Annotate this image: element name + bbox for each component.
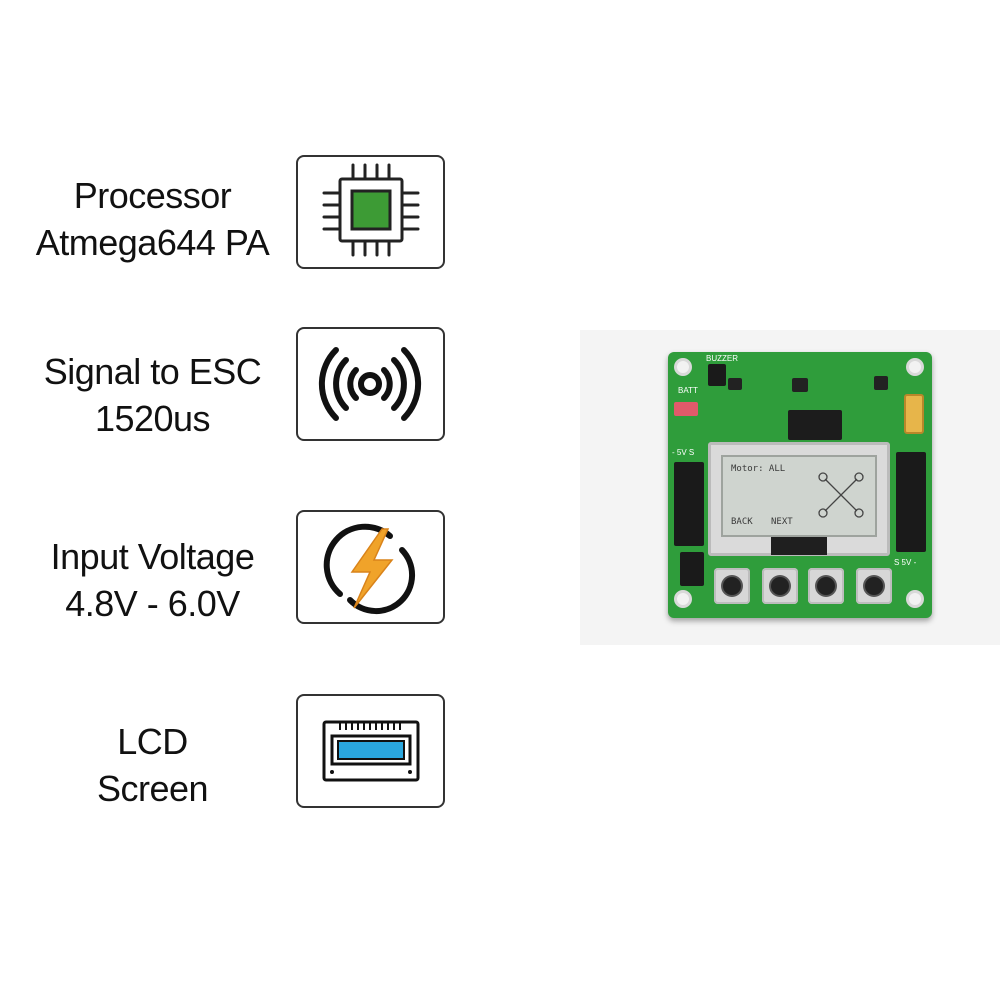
processor-icon-box	[296, 155, 445, 269]
lcd-module: Motor: ALL BACK NEXT	[708, 442, 890, 556]
voltage-spec-label: Input Voltage 4.8V - 6.0V	[10, 533, 295, 627]
lightning-bolt-icon	[323, 523, 416, 615]
mount-hole	[906, 358, 924, 376]
silk-buzzer-label: BUZZER	[706, 354, 738, 363]
lcd-back-text: BACK	[731, 517, 753, 527]
mount-hole	[906, 590, 924, 608]
processor-chip	[788, 410, 842, 440]
mount-hole	[674, 358, 692, 376]
signal-label-line1: Signal to ESC	[43, 351, 262, 392]
left-pin-header-lower	[680, 552, 704, 586]
board-button-1	[714, 568, 750, 604]
lcd-next-text: NEXT	[771, 517, 793, 527]
silk-5v-left-label: - 5V S	[672, 448, 695, 457]
mount-hole	[674, 590, 692, 608]
signal-waves-icon	[318, 347, 422, 421]
small-ic	[728, 378, 742, 390]
battery-connector	[674, 402, 698, 416]
processor-spec-label: Processor Atmega644 PA	[10, 172, 295, 266]
small-ic	[792, 378, 808, 392]
buzzer-header	[708, 364, 726, 386]
motor-layout-icon	[818, 472, 864, 518]
lcd-ribbon	[771, 537, 827, 555]
voltage-label-line2: 4.8V - 6.0V	[65, 583, 240, 624]
voltage-label-line1: Input Voltage	[50, 536, 255, 577]
lcd-display: Motor: ALL BACK NEXT	[721, 455, 877, 537]
processor-label-line1: Processor	[73, 175, 232, 216]
lcd-spec-label: LCD Screen	[10, 718, 295, 812]
right-pin-header	[896, 452, 926, 552]
processor-chip-icon	[322, 163, 420, 257]
lcd-icon-box	[296, 694, 445, 808]
silk-5v-right-label: S 5V -	[894, 558, 917, 567]
board-button-2	[762, 568, 798, 604]
lcd-label-line2: Screen	[96, 768, 209, 809]
small-ic	[874, 376, 888, 390]
flight-controller-board: BUZZER BATT - 5V S S 5V - Motor: ALL BAC…	[668, 352, 932, 618]
capacitor	[904, 394, 924, 434]
processor-label-line2: Atmega644 PA	[35, 222, 270, 263]
signal-icon-box	[296, 327, 445, 441]
left-pin-header	[674, 462, 704, 546]
voltage-icon-box	[296, 510, 445, 624]
lcd-motor-text: Motor: ALL	[731, 464, 786, 474]
lcd-screen-icon	[322, 720, 420, 782]
lcd-label-line1: LCD	[117, 721, 188, 762]
silk-batt-label: BATT	[678, 386, 698, 395]
board-button-4	[856, 568, 892, 604]
signal-label-line2: 1520us	[94, 398, 211, 439]
signal-spec-label: Signal to ESC 1520us	[10, 348, 295, 442]
board-button-3	[808, 568, 844, 604]
